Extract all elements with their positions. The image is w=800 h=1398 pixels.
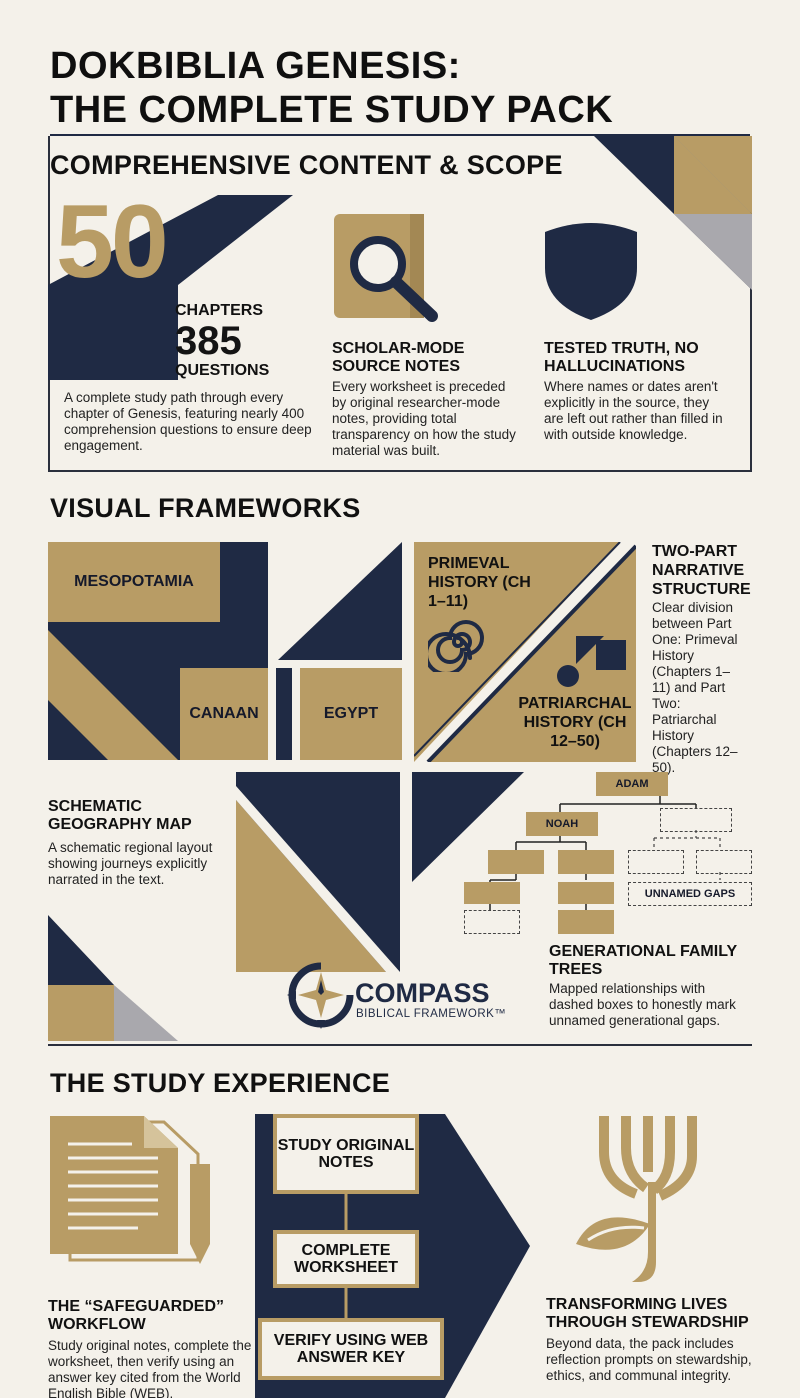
tree-node-unnamed-gaps: UNNAMED GAPS <box>628 882 752 906</box>
spiral-icon <box>428 620 484 672</box>
questions-number: 385 <box>175 319 242 363</box>
narrative-structure-title: TWO-PART NARRATIVE STRUCTURE <box>652 543 751 598</box>
tree-node-adam: ADAM <box>596 772 668 796</box>
page-title: DOKBIBLIA GENESIS: THE COMPLETE STUDY PA… <box>50 45 614 131</box>
tree-node-unnamed <box>696 850 752 874</box>
tree-node-unnamed <box>464 910 520 934</box>
chapters-big-number: 50 <box>56 184 169 300</box>
section-divider <box>48 1044 752 1046</box>
tree-node-unnamed <box>660 808 732 832</box>
compass-icon <box>287 962 354 1029</box>
geography-map-title: SCHEMATIC GEOGRAPHY MAP <box>48 798 192 833</box>
scope-wedge-decoration <box>48 195 293 380</box>
tested-truth-text: Where names or dates aren't explicitly i… <box>544 379 723 442</box>
section-heading-experience: THE STUDY EXPERIENCE <box>50 1068 391 1098</box>
tree-node <box>464 882 520 904</box>
logo-name: COMPASS <box>355 978 490 1008</box>
scholar-notes-title: SCHOLAR-MODE SOURCE NOTES <box>332 340 465 375</box>
map-triangle-navy <box>278 542 402 660</box>
pencil-icon <box>190 1164 210 1264</box>
section-heading-visual: VISUAL FRAMEWORKS <box>50 493 361 523</box>
magnifier-book-icon <box>334 214 438 322</box>
map-corner-decoration <box>48 915 178 1041</box>
map-strip <box>276 668 292 760</box>
title-rule <box>50 134 750 136</box>
tree-sprout-icon <box>576 1116 697 1282</box>
tile-canaan: CANAAN <box>180 668 268 760</box>
tree-node <box>558 910 614 934</box>
logo-subtitle: BIBLICAL FRAMEWORK™ <box>356 1008 507 1020</box>
scope-intro-text: A complete study path through every chap… <box>64 390 312 453</box>
tree-node-unnamed <box>628 850 684 874</box>
scholar-notes-text: Every worksheet is preceded by original … <box>332 379 516 458</box>
flow-step-verify: VERIFY USING WEB ANSWER KEY <box>258 1318 444 1380</box>
family-trees-text: Mapped relationships with dashed boxes t… <box>549 981 736 1028</box>
narrative-panel <box>414 542 636 762</box>
corner-decoration <box>594 136 752 290</box>
tile-mesopotamia: MESOPOTAMIA <box>48 542 220 622</box>
chapters-label: CHAPTERS <box>175 302 264 319</box>
tree-node <box>558 882 614 904</box>
document-icon <box>50 1116 200 1262</box>
stewardship-text: Beyond data, the pack includes reflectio… <box>546 1336 752 1383</box>
shield-icon <box>545 223 637 320</box>
map-lower-decoration <box>236 772 524 972</box>
shapes-icon <box>557 636 626 687</box>
flow-step-study: STUDY ORIGINAL NOTES <box>273 1114 419 1194</box>
workflow-text: Study original notes, complete the works… <box>48 1338 252 1398</box>
narrative-structure-text: Clear division between Part One: Primeva… <box>652 600 738 775</box>
tile-egypt: EGYPT <box>300 668 402 760</box>
map-triangle-gold <box>48 630 178 760</box>
geography-map-text: A schematic regional layout showing jour… <box>48 840 213 887</box>
flow-step-worksheet: COMPLETE WORKSHEET <box>273 1230 419 1288</box>
tree-node-noah: NOAH <box>526 812 598 836</box>
tree-node <box>558 850 614 874</box>
stewardship-title: TRANSFORMING LIVES THROUGH STEWARDSHIP <box>546 1296 749 1331</box>
section-heading-scope: COMPREHENSIVE CONTENT & SCOPE <box>50 150 563 180</box>
tested-truth-title: TESTED TRUTH, NO HALLUCINATIONS <box>544 340 699 375</box>
primeval-history-label: PRIMEVAL HISTORY (CH 1–11) <box>428 555 531 610</box>
workflow-title: THE “SAFEGUARDED” WORKFLOW <box>48 1298 225 1333</box>
patriarchal-history-label: PATRIARCHAL HISTORY (CH 12–50) <box>518 695 632 750</box>
questions-label: QUESTIONS <box>175 362 270 379</box>
family-trees-title: GENERATIONAL FAMILY TREES <box>549 943 737 978</box>
tree-node <box>488 850 544 874</box>
